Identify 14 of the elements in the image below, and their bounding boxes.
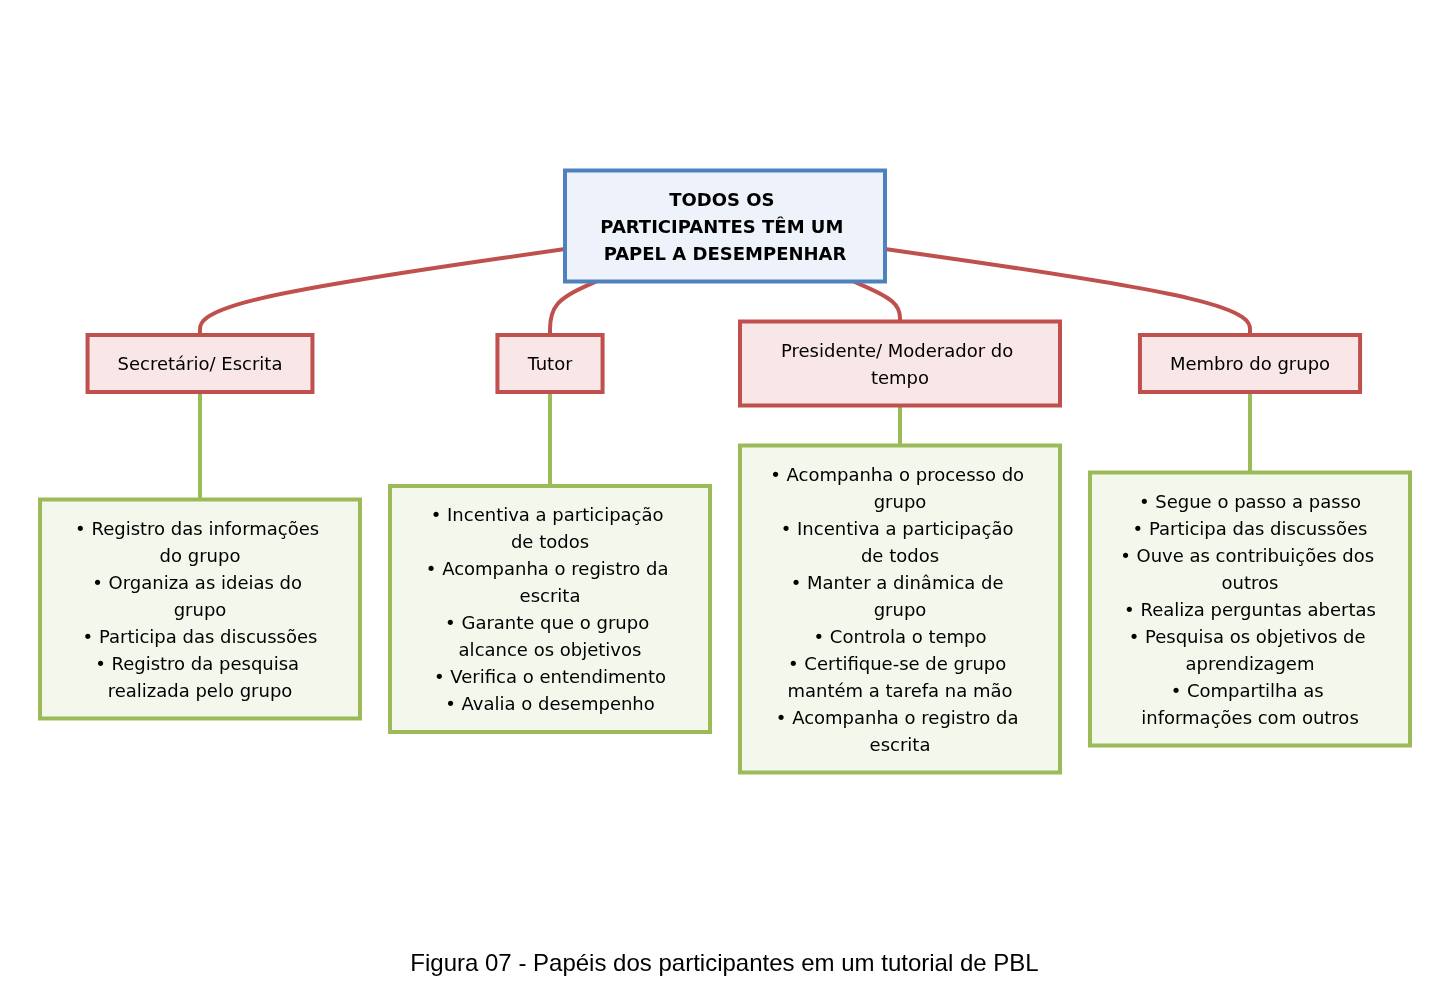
connector bbox=[197, 392, 202, 500]
node-box: Secretário/ Escrita bbox=[85, 333, 314, 394]
node-box: Presidente/ Moderador do tempo bbox=[737, 319, 1062, 408]
node-box: TODOS OS PARTICIPANTES TÊM UM PAPEL A DESEMPENHAR bbox=[562, 168, 887, 284]
node-box: • Registro das informações do grupo • Organiza as ideias do grupo • Participa das discussões • Registro da pesquisa realizada pelo grupo bbox=[37, 497, 362, 721]
connector bbox=[1247, 392, 1252, 473]
connector bbox=[897, 405, 902, 446]
node-box: • Acompanha o processo do grupo • Incentiva a participação de todos • Manter a dinâmica de grupo • Controla o tempo • Certifique-se de grupo mantém a tarefa na mão • Acompanha o registro da escrita bbox=[737, 443, 1062, 775]
node-box: Tutor bbox=[494, 333, 605, 394]
node-box: Membro do grupo bbox=[1137, 333, 1362, 394]
node-box: • Incentiva a participação de todos • Acompanha o registro da escrita • Garante que o grupo alcance os objetivos • Verifica o entendimento • Avalia o desempenho bbox=[387, 484, 712, 734]
figure-caption: Figura 07 - Papéis dos participantes em um tutorial de PBL bbox=[410, 948, 1039, 978]
connector bbox=[547, 392, 552, 486]
node-box: • Segue o passo a passo • Participa das discussões • Ouve as contribuições dos outros • Realiza perguntas abertas • Pesquisa os objetivos de aprendizagem • Compartilha as informações com outros bbox=[1087, 470, 1412, 748]
